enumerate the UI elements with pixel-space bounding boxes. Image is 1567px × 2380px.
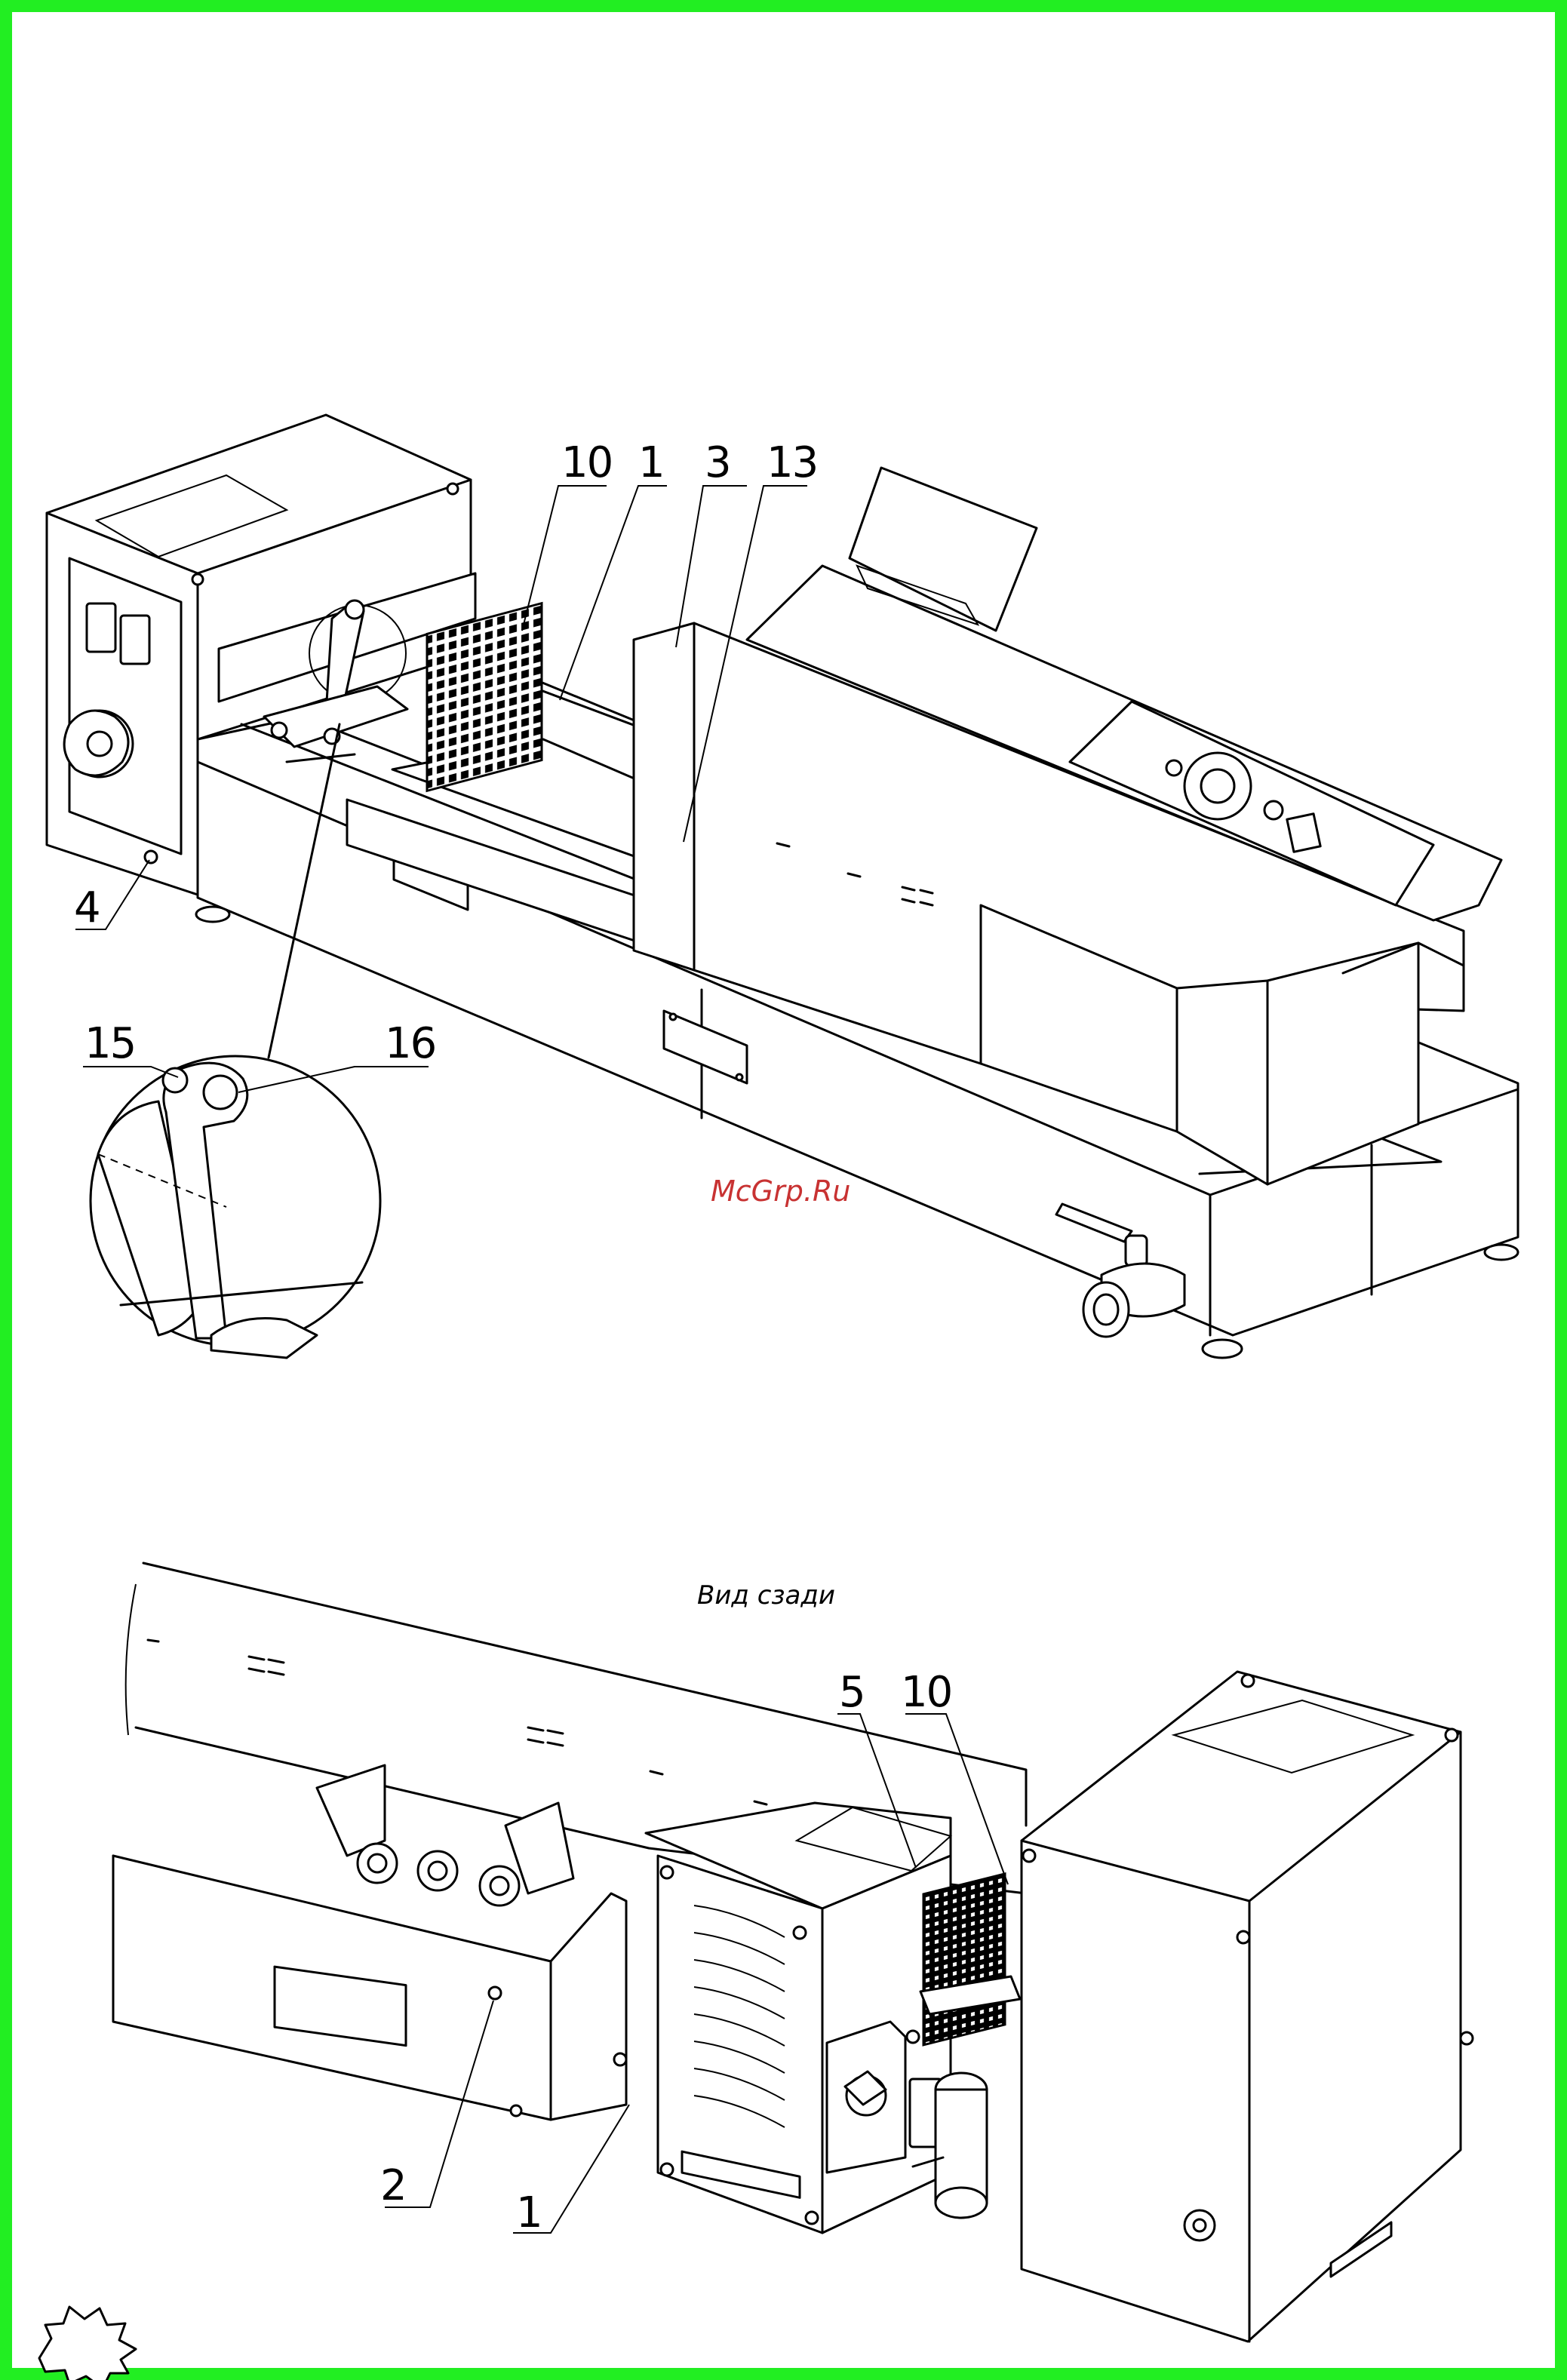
callout-15-top: 15 [84,1019,135,1068]
callout-10-bottom: 10 [901,1668,951,1717]
callout-5-bottom: 5 [839,1668,865,1717]
callout-2-bottom: 2 [380,2161,406,2210]
rear-view-caption: Вид сзади [697,1580,835,1611]
callout-4-top: 4 [74,883,100,932]
starburst-mark [39,2307,136,2380]
bottom-rear-view: Вид сзади 5 10 2 1 [113,1563,1473,2342]
top-machine-view: 10 1 3 13 4 15 16 [47,415,1518,1358]
watermark: McGrp.Ru [711,1175,850,1208]
perforated-screen-rear [923,1874,1005,2045]
callout-1-bottom: 1 [516,2188,542,2237]
callout-13-top: 13 [767,438,817,487]
rear-motor-housing [1022,1672,1473,2342]
rear-slot-marks [148,1640,767,1804]
connector-panel [317,1765,573,1906]
callout-10-top: 10 [561,438,612,487]
perforated-screen [427,603,542,791]
callout-1-top: 1 [638,438,664,487]
callout-3-top: 3 [705,438,730,487]
callout-16-top: 16 [385,1019,435,1068]
filter-unit [646,1803,1020,2233]
